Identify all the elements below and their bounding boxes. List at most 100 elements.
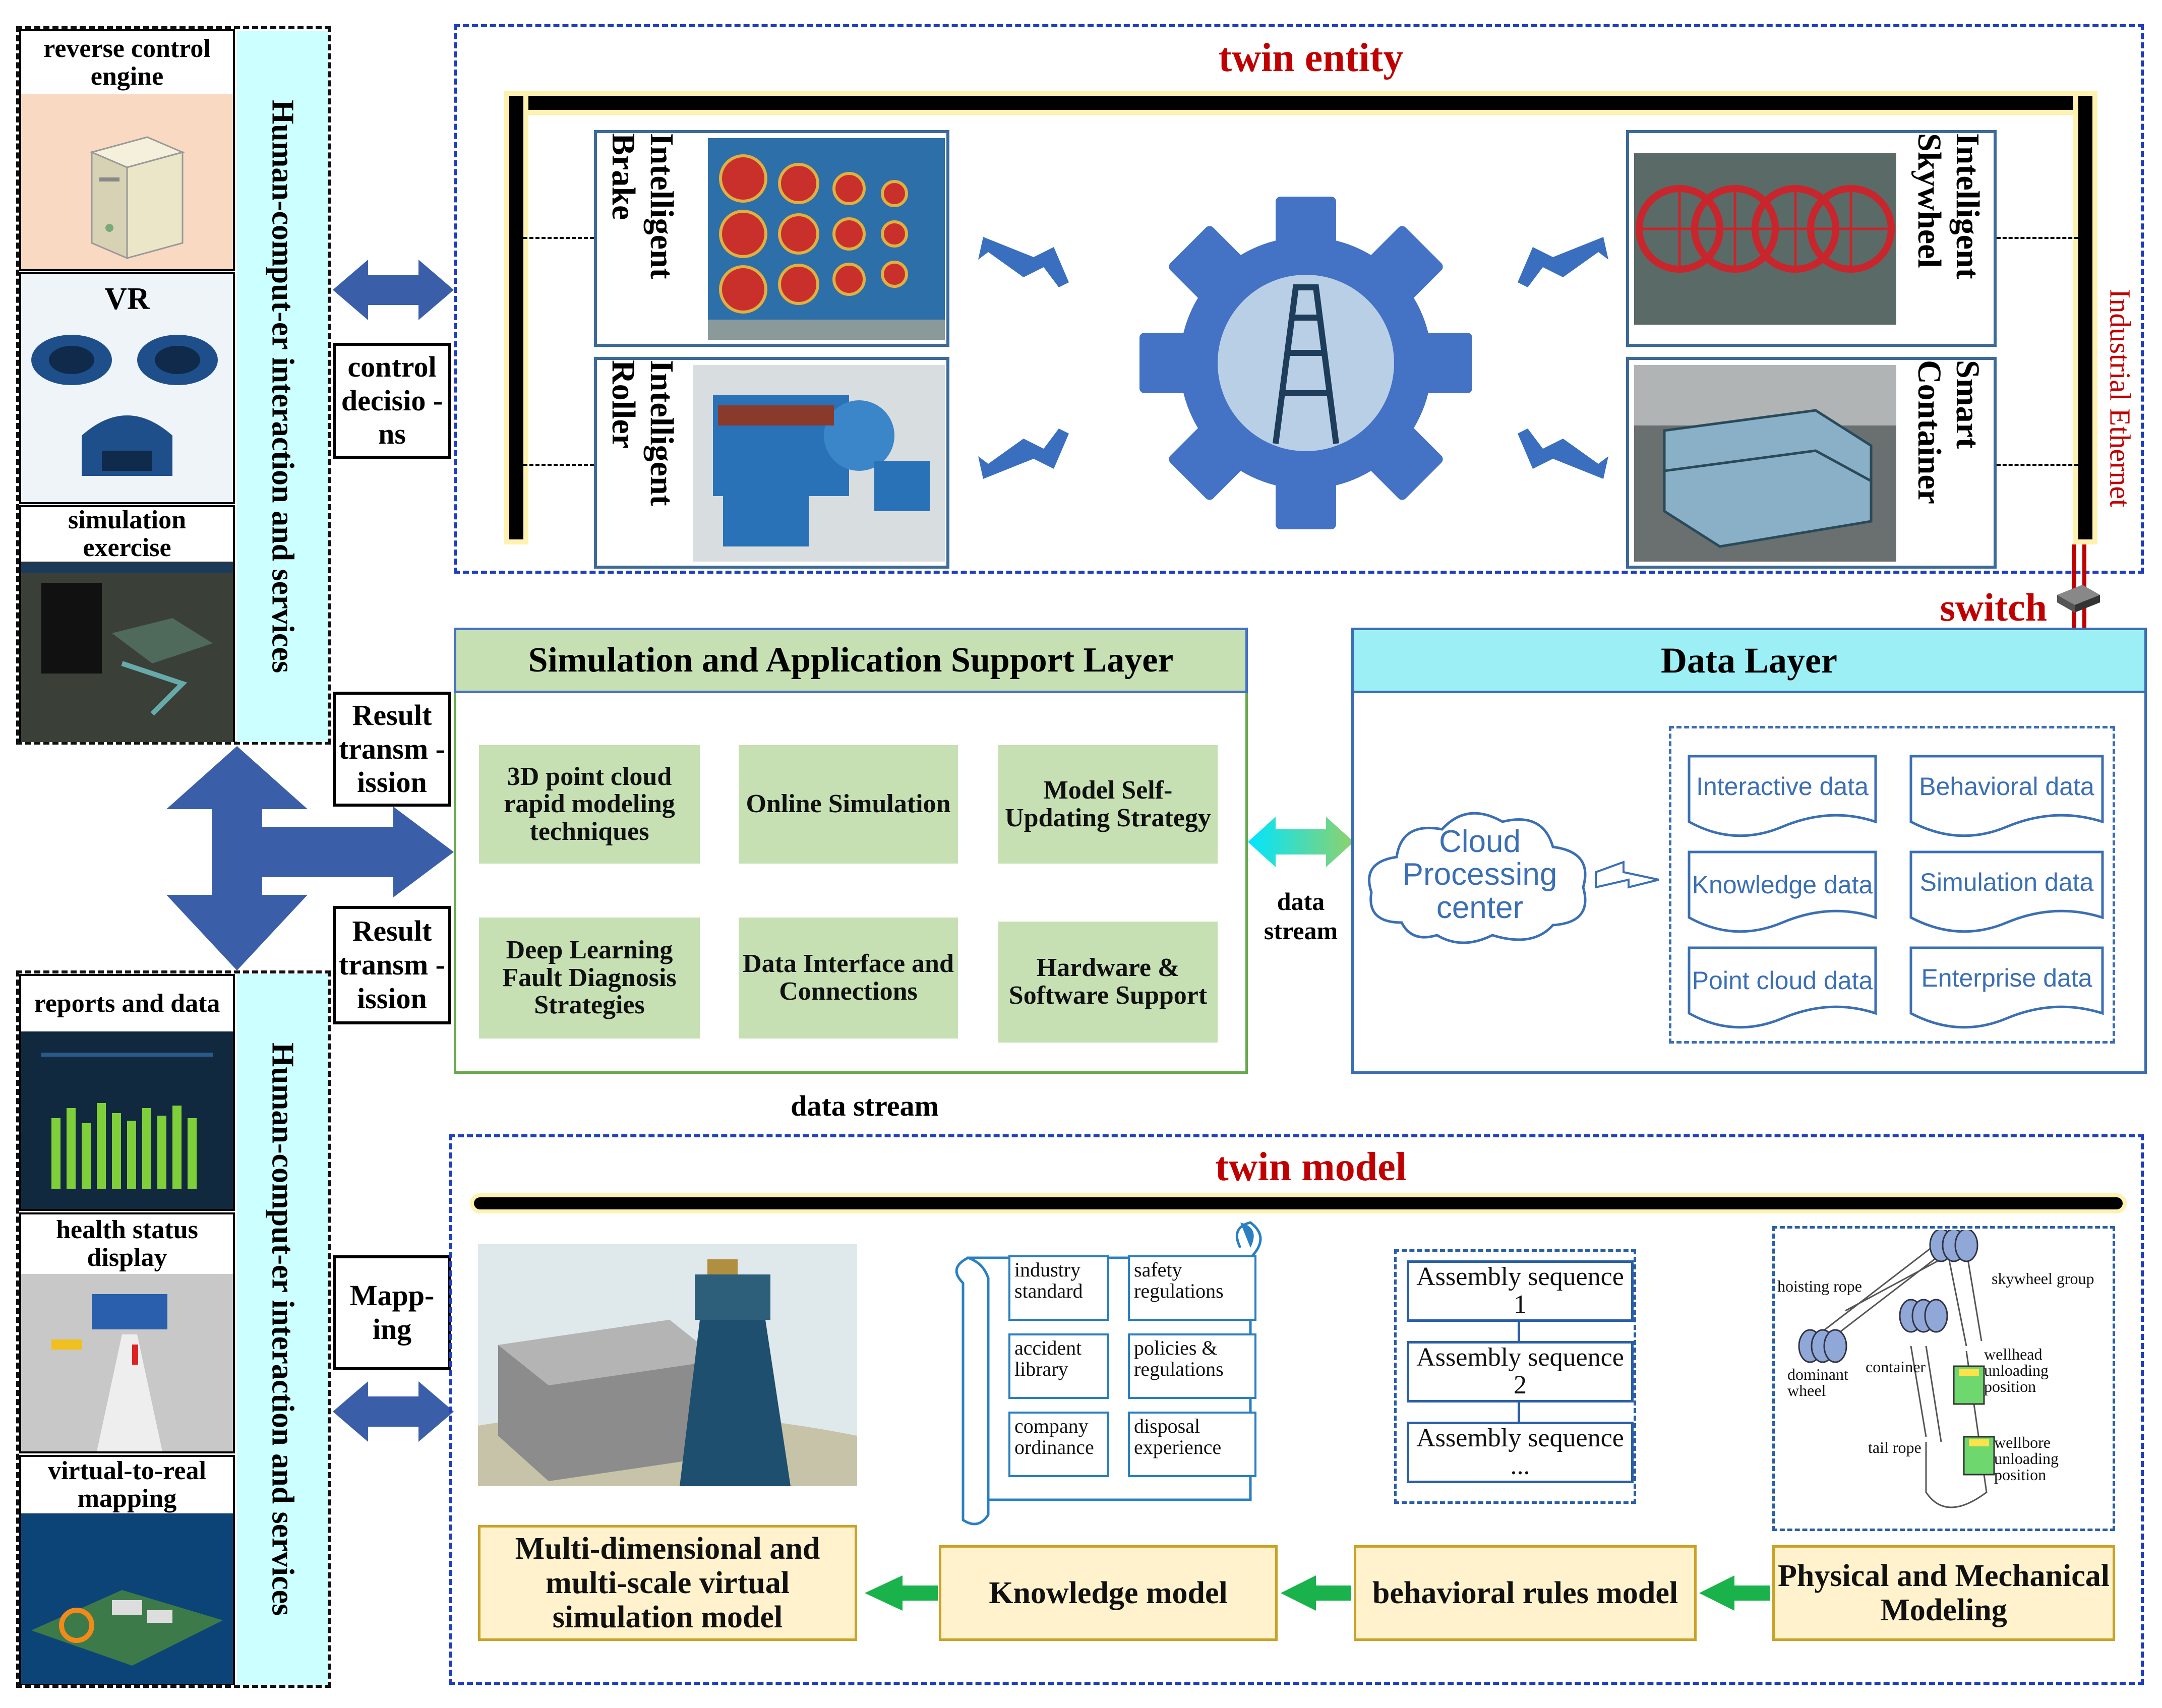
zigzag-arrow-2 [1518,237,1608,287]
vr-headset-icon [31,335,218,476]
green-arrow-2 [1281,1575,1351,1611]
knowledge-item-industry-standard: industry standard [1008,1255,1109,1321]
data-stream-arrow [1248,817,1354,867]
phys-label-container: container [1866,1358,1926,1376]
cloud-processing-center-label: Cloud Processing center [1402,824,1557,925]
intelligent-roller-label: Intelligent Roller [605,360,680,506]
panel-vr: VR [19,272,235,504]
intelligent-brake-card: Intelligent Brake [594,130,949,347]
result-transmission-bottom-label: Result transm -ission [333,906,451,1024]
behavioral-rules-model-box: behavioral rules model [1354,1545,1697,1641]
green-arrow-1 [1699,1575,1770,1611]
data-item-knowledge: Knowledge data [1692,870,1873,899]
lightning-icon [1595,861,1659,889]
intelligent-roller-card: Intelligent Roller [594,357,949,569]
connector-roller [523,464,594,466]
panel-virtual-to-real-mapping: virtual-to-real mapping [19,1455,235,1685]
phys-label-hoisting-rope: hoisting rope [1777,1277,1862,1295]
panel-health-status-display-label: health status display [21,1214,233,1274]
container-photo [1634,365,1896,562]
double-arrow-control [333,260,454,320]
sim-tile-3d-point-cloud: 3D point cloud rapid modeling techniques [479,745,700,864]
data-layer-header: Data Layer [1351,628,2147,693]
left-bottom-panel-group [16,970,331,1688]
virtual-simulation-model-box: Multi-dimensional and multi-scale virtua… [478,1525,857,1641]
data-item-interactive: Interactive data [1696,772,1869,801]
arrow-to-sim-layer [237,807,454,897]
sim-tile-online-simulation: Online Simulation [739,745,958,864]
physical-model-frame [1772,1226,2115,1531]
sim-tile-model-self-updating: Model Self-Updating Strategy [998,745,1218,864]
industrial-ethernet-label: Industrial Ethernet [2104,289,2137,508]
headframe-tower [1273,284,1339,444]
data-item-simulation: Simulation data [1919,868,2094,896]
virtual-model-image [478,1244,857,1486]
knowledge-model-box: Knowledge model [939,1545,1278,1641]
phys-label-wellbore-unloading: wellbore unloading position [1994,1433,2059,1484]
knowledge-item-disposal-experience: disposal experience [1128,1412,1256,1477]
intelligent-skywheel-card: Intelligent Skywheel [1626,130,1997,347]
tunnel-image [21,1274,233,1451]
knowledge-item-policies-regulations: policies & regulations [1128,1333,1256,1399]
knowledge-item-company-ordinance: company ordinance [1008,1412,1109,1477]
panel-health-status-display: health status display [19,1212,235,1453]
smart-container-card: Smart Container [1626,357,1997,569]
panel-reverse-control-engine: reverse control engine [19,29,235,271]
twin-model-title: twin model [1215,1145,1407,1189]
phys-label-tail-rope: tail rope [1868,1438,1921,1456]
panel-vr-label: VR [104,282,150,317]
control-decisions-label: control decisio -ns [333,343,451,459]
switch-icon [2057,585,2100,613]
phys-label-wellhead-unloading: wellhead unloading position [1984,1345,2049,1395]
twin-entity-title: twin entity [1218,36,1404,80]
data-stream-mid-label: data stream [1264,887,1338,945]
twin-model-bus [474,1197,2123,1209]
green-arrow-3 [865,1575,938,1611]
panel-reports-and-data: reports and data [19,974,235,1211]
hoisting-system-diagram [1798,1230,1995,1508]
panel-reverse-control-engine-label: reverse control engine [21,31,233,94]
zigzag-arrow-3 [978,429,1069,479]
roller-photo [693,365,945,562]
connector-brake [523,237,594,239]
result-transmission-top-label: Result transm -ission [333,692,451,807]
mapping-scene-image [21,1514,233,1684]
gear-icon [1139,197,1472,529]
panel-simulation-exercise-label: simulation exercise [21,507,233,562]
sim-layer-header: Simulation and Application Support Layer [454,628,1248,693]
smart-container-label: Smart Container [1911,360,1986,504]
sequence-arrow-1 [1518,1322,1520,1341]
intelligent-brake-label: Intelligent Brake [605,133,680,279]
double-arrow-mapping [333,1381,454,1442]
sim-tile-deep-learning: Deep Learning Fault Diagnosis Strategies [479,918,700,1039]
zigzag-arrow-4 [1518,429,1608,479]
data-items-frame [1669,726,2115,1044]
brake-photo [708,138,945,340]
hci-band-bottom-label: Human-comput-er interaction and services [265,1043,300,1616]
ethernet-bus-right [2078,96,2092,539]
data-item-enterprise: Enterprise data [1921,963,2092,992]
simulation-screen-image [21,563,233,742]
hci-band-top-label: Human-comput-er interaction and services [265,100,300,674]
twin-model-frame [449,1134,2144,1685]
intelligent-skywheel-label: Intelligent Skywheel [1911,133,1986,279]
hci-band-top [237,31,328,742]
ethernet-bus-left [509,96,523,539]
mapping-label: Mapp- ing [333,1255,451,1370]
zigzag-arrow-1 [978,237,1069,287]
switch-label: switch [1940,585,2047,629]
cloud-icon [1368,812,1587,944]
data-item-behavioral: Behavioral data [1919,772,2094,801]
data-item-point-cloud: Point cloud data [1692,966,1873,995]
assembly-sequence-1: Assembly sequence 1 [1407,1260,1634,1322]
hci-band-bottom [237,974,328,1685]
left-top-panel-group [16,26,331,745]
panel-simulation-exercise: simulation exercise [19,505,235,742]
assembly-sequence-3: Assembly sequence ... [1407,1422,1634,1483]
knowledge-item-accident-library: accident library [1008,1333,1109,1399]
connector-container [1997,464,2078,466]
ethernet-bus-top [509,96,2092,110]
connector-skywheel [1997,237,2078,239]
